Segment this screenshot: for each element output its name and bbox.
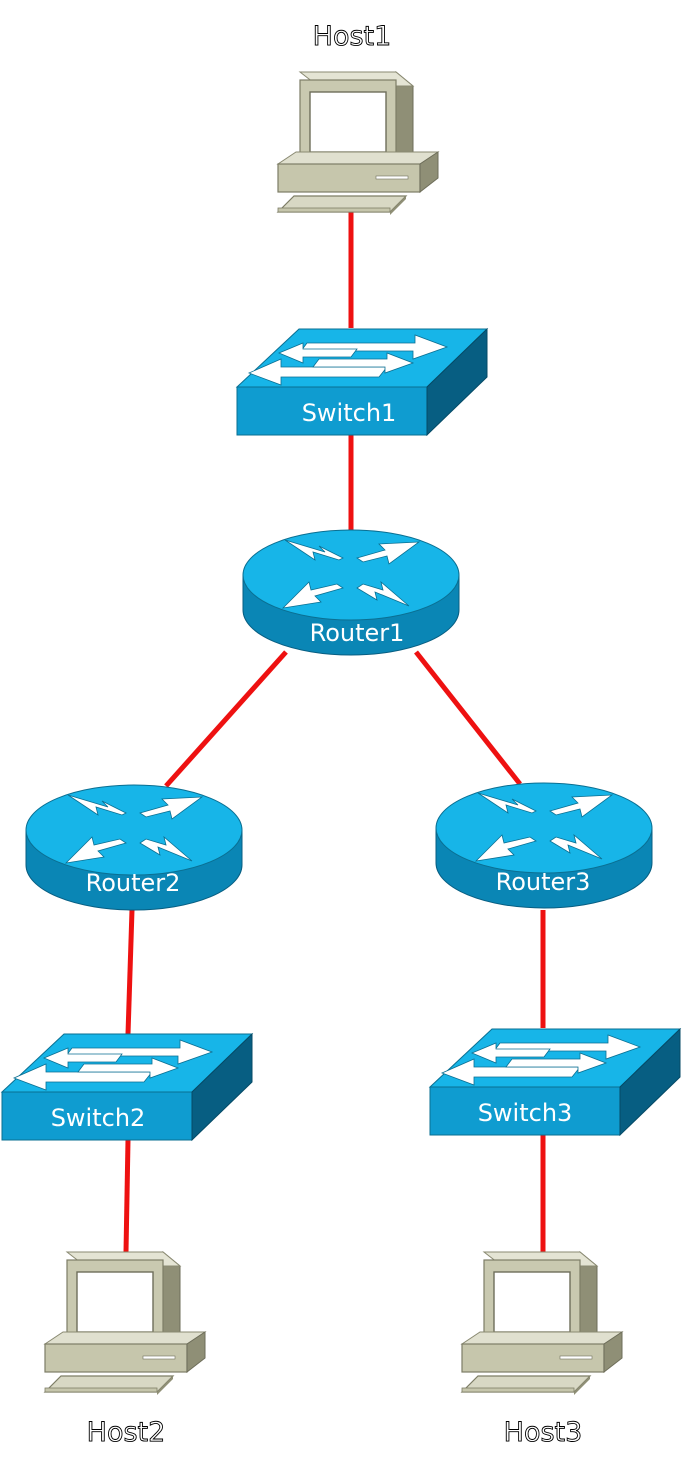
host3: Host3 bbox=[461, 1251, 623, 1448]
switch1: Switch1 bbox=[236, 328, 488, 436]
link-router2-switch2 bbox=[125, 909, 135, 1035]
host2-label: Host2 bbox=[87, 1417, 166, 1448]
router3-label: Router3 bbox=[496, 868, 591, 896]
router3: Router3 bbox=[435, 782, 653, 909]
host2-computer-icon bbox=[44, 1251, 206, 1396]
switch3: Switch3 bbox=[429, 1028, 681, 1136]
switch2-label: Switch2 bbox=[51, 1104, 146, 1132]
router1-label: Router1 bbox=[310, 619, 405, 647]
host1-label: Host1 bbox=[313, 21, 392, 52]
switch3-label: Switch3 bbox=[478, 1099, 573, 1127]
links bbox=[123, 212, 546, 1253]
router2: Router2 bbox=[25, 784, 243, 911]
host1: Host1 bbox=[277, 21, 439, 216]
link-switch2-host2 bbox=[123, 1139, 131, 1253]
link-router1-router3 bbox=[414, 650, 522, 786]
router2-label: Router2 bbox=[86, 869, 181, 897]
link-router1-router2 bbox=[164, 650, 288, 788]
switch1-label: Switch1 bbox=[302, 399, 397, 427]
host3-label: Host3 bbox=[504, 1417, 583, 1448]
host1-computer-icon bbox=[277, 71, 439, 216]
router1: Router1 bbox=[242, 529, 460, 656]
switch2: Switch2 bbox=[1, 1033, 253, 1141]
host3-computer-icon bbox=[461, 1251, 623, 1396]
host2: Host2 bbox=[44, 1251, 206, 1448]
